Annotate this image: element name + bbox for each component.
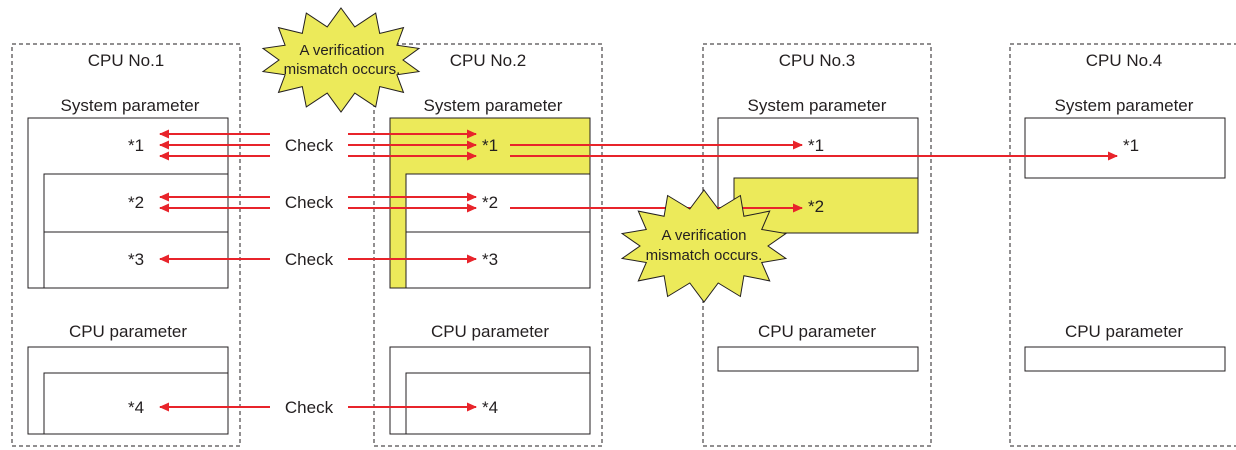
check-arrows xyxy=(159,129,1118,412)
check-label-4: Check xyxy=(285,398,334,417)
cpu1-system-label: System parameter xyxy=(61,96,200,115)
check-label-2: Check xyxy=(285,193,334,212)
mismatch-callout-1: A verification mismatch occurs. xyxy=(261,7,421,113)
cpu1-system-subblock xyxy=(43,173,229,289)
cpu2-mark-2: *2 xyxy=(482,193,498,212)
callout-2-line2: mismatch occurs. xyxy=(646,247,763,264)
cpu3-cpu-label: CPU parameter xyxy=(758,322,876,341)
cpu3-title: CPU No.3 xyxy=(779,51,856,70)
cpu1-mark-2: *2 xyxy=(128,193,144,212)
cpu2-mark-1: *1 xyxy=(482,136,498,155)
cpu4-system-block xyxy=(1024,117,1226,179)
cpu1-mark-3: *3 xyxy=(128,250,144,269)
check-label-1: Check xyxy=(285,136,334,155)
starburst-icon xyxy=(261,7,421,113)
cpu4-cpu-label: CPU parameter xyxy=(1065,322,1183,341)
cpu4-title: CPU No.4 xyxy=(1086,51,1163,70)
cpu1-title: CPU No.1 xyxy=(88,51,165,70)
cpu3-system-label: System parameter xyxy=(748,96,887,115)
callout-1-line2: mismatch occurs. xyxy=(284,61,401,78)
cpu2-mark-4: *4 xyxy=(482,398,498,417)
cpu2-system-subblock xyxy=(405,173,591,289)
cpu4-column xyxy=(1009,43,1236,447)
callout-2-line1: A verification xyxy=(661,227,746,244)
cpu2-system-label: System parameter xyxy=(424,96,563,115)
cpu1-column xyxy=(11,43,241,447)
cpu2-title: CPU No.2 xyxy=(450,51,527,70)
cpu2-cpu-subblock xyxy=(405,372,591,435)
cpu3-cpu-block xyxy=(717,346,919,372)
cpu2-column xyxy=(373,43,603,447)
cpu3-mark-2: *2 xyxy=(808,197,824,216)
cpu1-cpu-label: CPU parameter xyxy=(69,322,187,341)
starburst-icon xyxy=(620,189,788,303)
cpu4-system-label: System parameter xyxy=(1055,96,1194,115)
callout-1-line1: A verification xyxy=(299,42,384,59)
cpu1-mark-4: *4 xyxy=(128,398,144,417)
cpu1-cpu-subblock xyxy=(43,372,229,435)
cpu4-cpu-block xyxy=(1024,346,1226,372)
check-label-3: Check xyxy=(285,250,334,269)
mismatch-callout-2: A verification mismatch occurs. xyxy=(620,189,788,303)
cpu1-mark-1: *1 xyxy=(128,136,144,155)
cpu2-cpu-label: CPU parameter xyxy=(431,322,549,341)
cpu3-mark-1: *1 xyxy=(808,136,824,155)
cpu4-mark-1: *1 xyxy=(1123,136,1139,155)
cpu2-mark-3: *3 xyxy=(482,250,498,269)
